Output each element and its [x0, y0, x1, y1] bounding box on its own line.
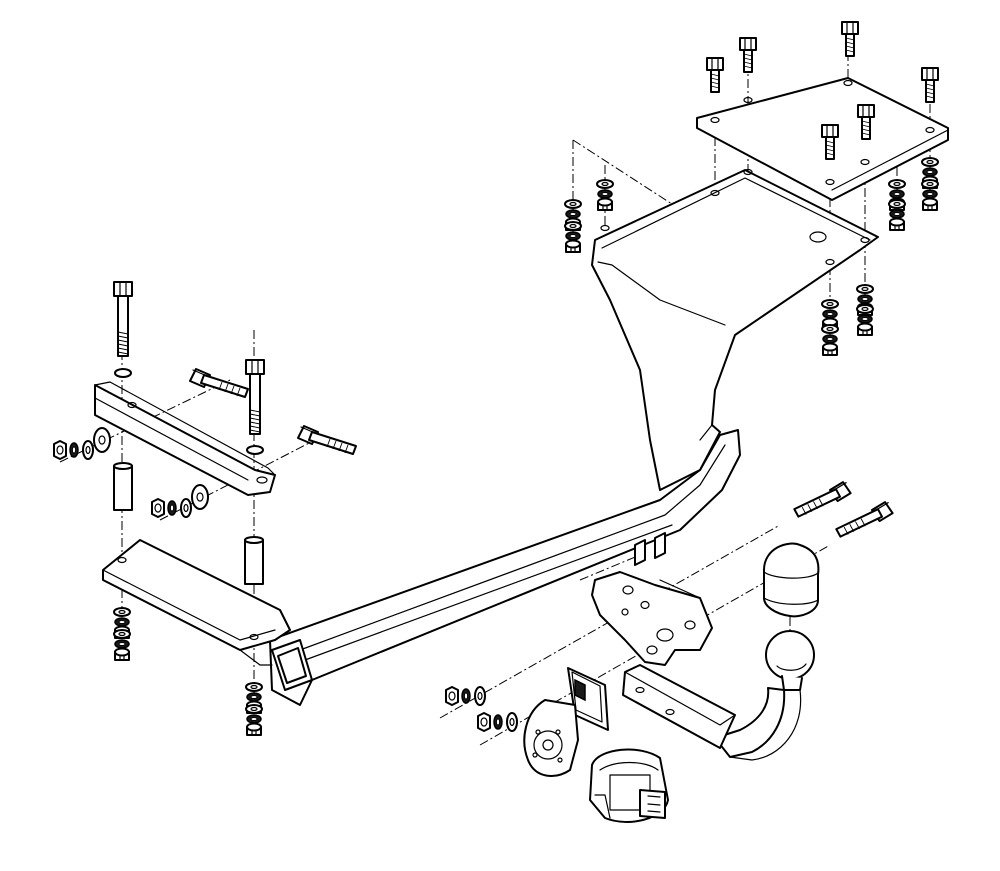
left-nut-sets: [53, 427, 209, 518]
tow-ball-neck: [622, 630, 815, 761]
ball-bolts: [790, 480, 896, 539]
spacer-sleeve: [113, 462, 264, 585]
right-mounting-plate: [591, 168, 879, 491]
crossbar: [269, 429, 741, 706]
electrical-socket: [589, 748, 669, 823]
left-bracket-upper: [94, 381, 276, 496]
left-bracket-lower: [102, 539, 291, 666]
left-slanted-bolts: [189, 368, 357, 455]
ball-cap: [763, 542, 820, 618]
side-plate: [591, 571, 713, 666]
reinforcement-plate: [696, 77, 949, 201]
socket-holder: [523, 667, 609, 777]
